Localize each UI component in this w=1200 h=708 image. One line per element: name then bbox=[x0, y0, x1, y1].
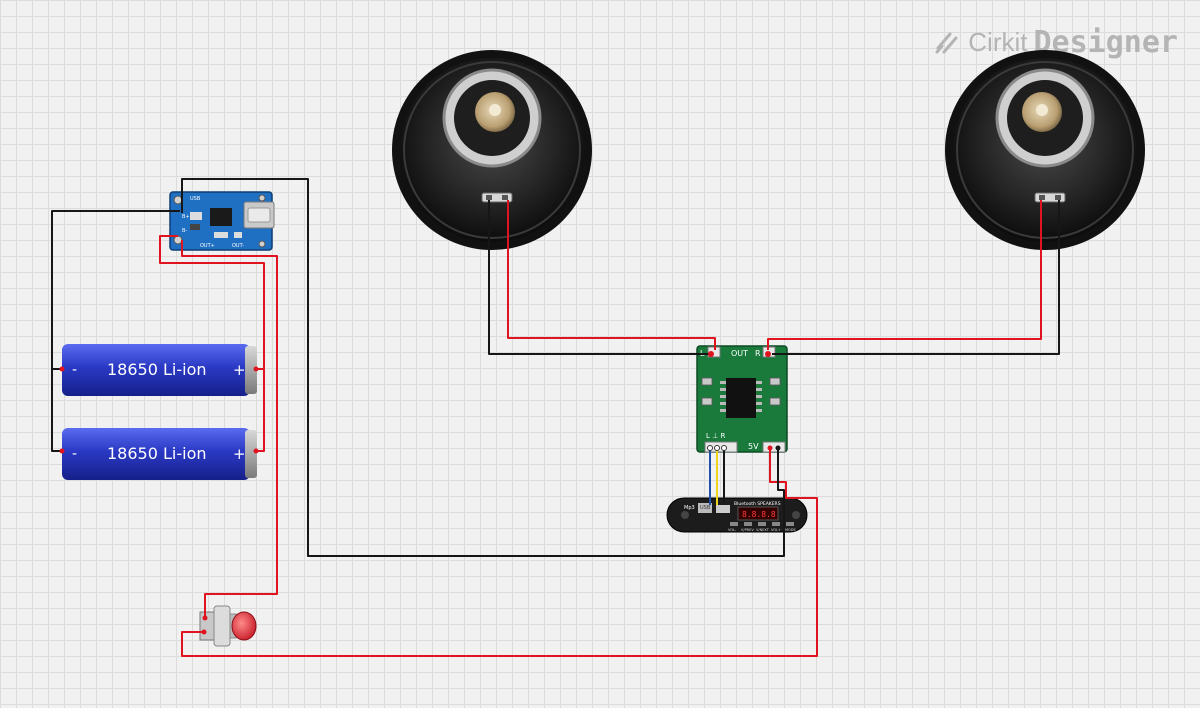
battery-1-label: 18650 Li-ion bbox=[107, 360, 207, 379]
amp-label-out: OUT bbox=[731, 349, 748, 358]
wire-battery-negative-black[interactable] bbox=[51, 210, 180, 452]
wire-speaker-left-black[interactable] bbox=[488, 200, 711, 355]
battery-2-minus: - bbox=[72, 446, 77, 462]
pin-markers bbox=[59, 351, 781, 635]
bluetooth-mp3-module[interactable]: Mp3 USB Bluetooth SPEAKERS 8.8.8.8 VOL- … bbox=[666, 497, 808, 533]
charger-label-outplus: OUT+ bbox=[200, 243, 215, 249]
wires bbox=[51, 178, 1060, 657]
bt-display: 8.8.8.8 bbox=[742, 510, 776, 519]
wire-amp-gnd-black[interactable] bbox=[181, 178, 785, 557]
bt-title: Bluetooth SPEAKERS bbox=[734, 501, 781, 507]
wire-speaker-right-red[interactable] bbox=[767, 200, 1042, 350]
wire-speaker-left-red[interactable] bbox=[507, 200, 716, 350]
speaker-left[interactable] bbox=[392, 50, 592, 250]
bt-label-mp3: Mp3 bbox=[684, 505, 695, 511]
bt-btn-prev: V/PREV bbox=[741, 528, 754, 532]
speaker-right[interactable] bbox=[945, 50, 1145, 250]
charger-label-usb: USB bbox=[190, 196, 201, 202]
bt-btn-next: V/NEXT bbox=[756, 528, 770, 532]
battery-2-plus: + bbox=[233, 445, 246, 463]
battery-2-label: 18650 Li-ion bbox=[107, 444, 207, 463]
cirkit-designer-logo: Cirkit Designer bbox=[934, 24, 1178, 60]
bt-btn-vol-plus: VOL+ bbox=[771, 528, 781, 532]
cirkit-logo-icon bbox=[935, 32, 958, 54]
amp-label-5v: 5V bbox=[748, 442, 759, 451]
push-button[interactable] bbox=[199, 605, 257, 647]
bt-btn-vol-minus: VOL- bbox=[728, 528, 737, 532]
bt-btn-mode: MODE bbox=[785, 528, 796, 532]
battery-2[interactable]: - 18650 Li-ion + bbox=[62, 428, 257, 480]
wire-charger-out-red[interactable] bbox=[181, 240, 278, 618]
charger-label-outminus: OUT- bbox=[232, 243, 244, 249]
wire-charger-bplus-red[interactable] bbox=[159, 235, 265, 452]
wire-amp-5v-red[interactable] bbox=[181, 448, 818, 657]
charger-module[interactable]: USB B+ B- OUT+ OUT- bbox=[169, 191, 275, 251]
battery-1[interactable]: - 18650 Li-ion + bbox=[62, 344, 257, 396]
amp-label-bottom: L ⊥ R bbox=[706, 432, 725, 440]
charger-label-bplus: B+ bbox=[182, 214, 190, 220]
battery-1-plus: + bbox=[233, 361, 246, 379]
brand-name: Cirkit bbox=[968, 26, 1028, 57]
amp-label-r: R bbox=[755, 349, 761, 358]
charger-label-bminus: B- bbox=[182, 228, 187, 234]
amplifier-module[interactable]: L OUT R 5V L ⊥ R bbox=[696, 345, 788, 453]
wire-speaker-right-black[interactable] bbox=[772, 200, 1060, 355]
battery-1-minus: - bbox=[72, 362, 77, 378]
bt-label-usb: USB bbox=[700, 505, 711, 511]
